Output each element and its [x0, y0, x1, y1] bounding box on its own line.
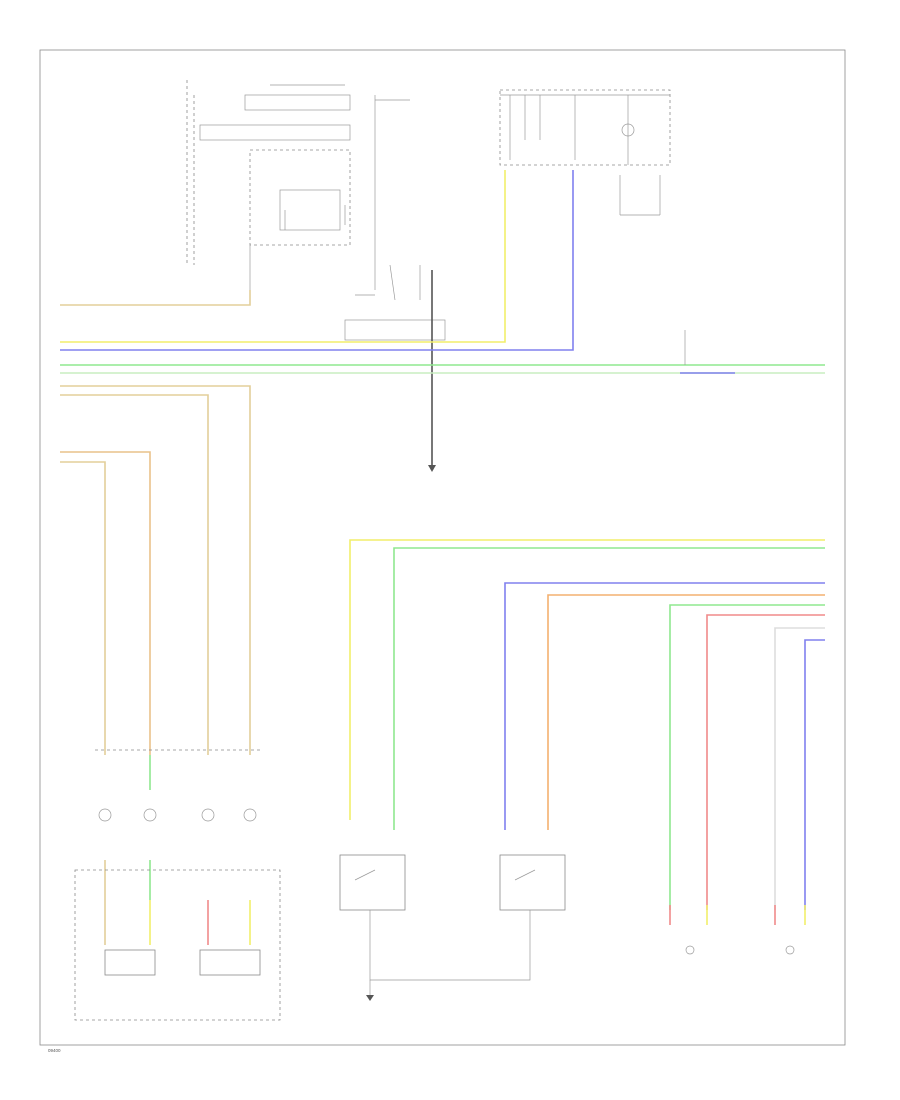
wire-orange-4 [60, 451, 151, 755]
wire-white-right [774, 627, 825, 910]
wire-red-right [706, 614, 825, 910]
wire-yellow-top [60, 170, 506, 343]
wire-orange-right [547, 594, 825, 830]
wire-blue-right-2 [504, 582, 825, 830]
wire-blue-top [60, 170, 574, 351]
wire-green-right-2 [669, 604, 825, 910]
seat-belt-connectors-group [74, 749, 281, 1021]
wire-yellow-right [349, 539, 825, 820]
passenger-detection-module-group [499, 89, 671, 216]
wire-green-right [393, 547, 825, 830]
center-switch-group [344, 95, 446, 472]
side-airbag-sensors-group [669, 905, 806, 955]
diagram-frame [39, 49, 846, 1046]
engine-control-module-group [186, 80, 351, 300]
seat-position-switch-group [339, 854, 566, 1001]
wire-tan-4 [60, 461, 106, 755]
footer-code: 09400 [48, 1048, 61, 1053]
wire-tan-2 [60, 385, 251, 755]
wire-tan-top [60, 290, 251, 306]
wire-tan-3 [60, 394, 209, 755]
wire-blue-right-3 [804, 639, 825, 910]
